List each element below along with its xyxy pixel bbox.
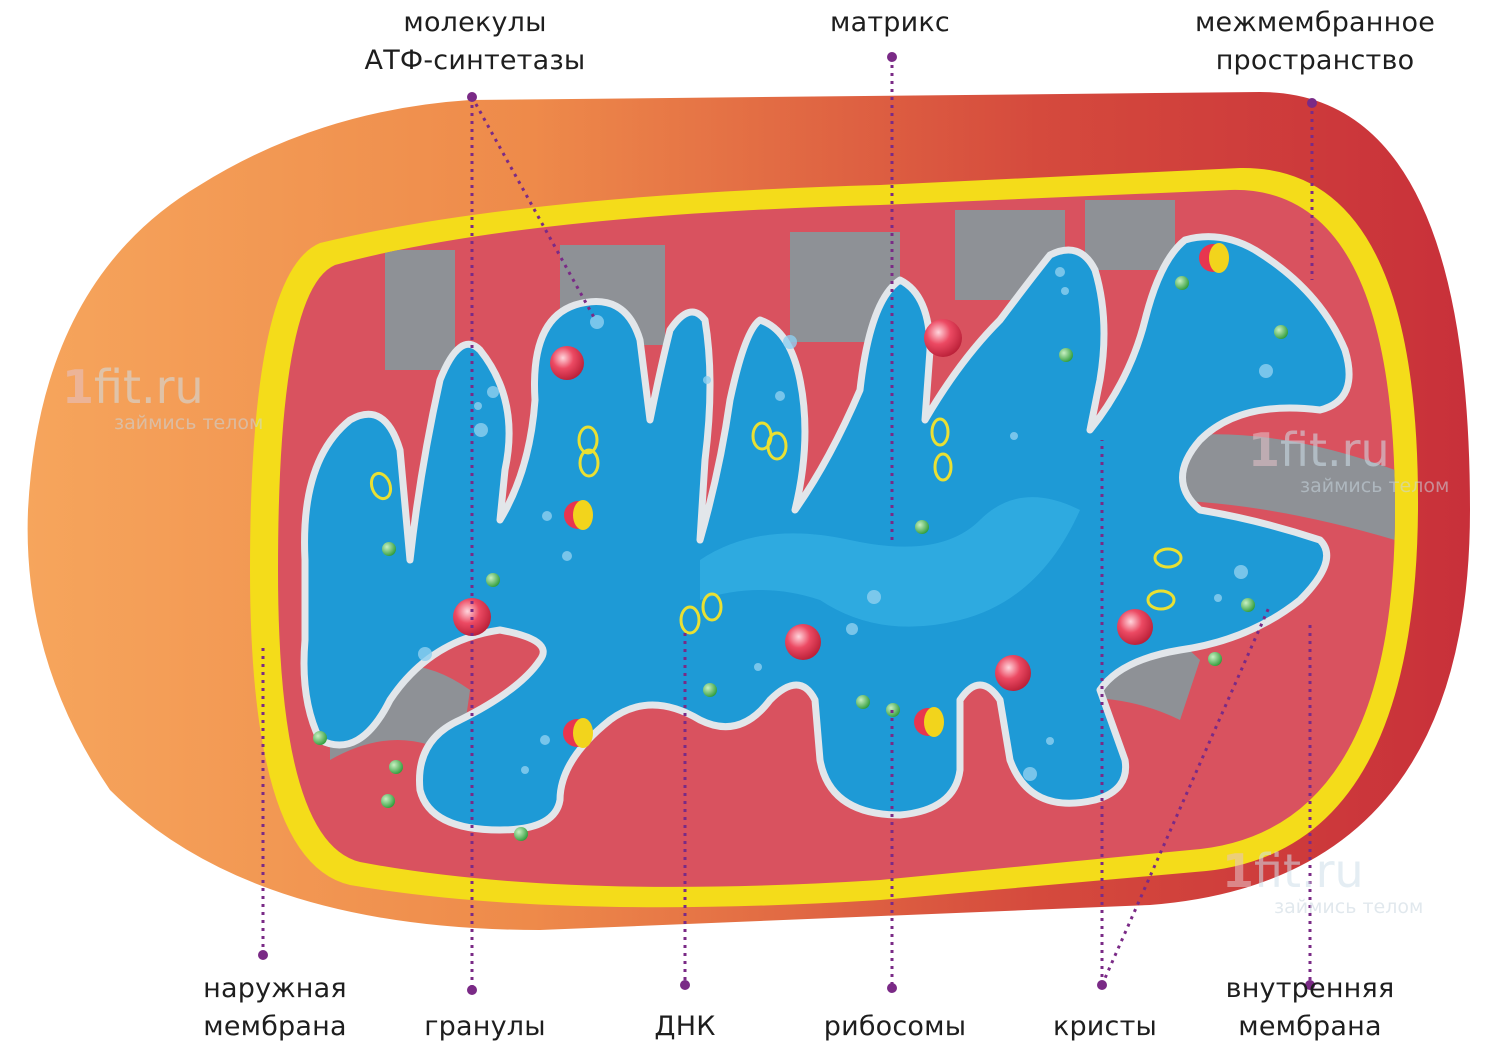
watermark: 1fit.ru займись телом: [1222, 846, 1423, 918]
label-matrix: матрикс: [790, 4, 990, 42]
label-ribosomes: рибосомы: [800, 1008, 990, 1046]
label-granules: гранулы: [400, 1008, 570, 1046]
label-dna: ДНК: [630, 1008, 740, 1046]
watermark: 1fit.ru займись телом: [62, 362, 263, 434]
label-cristae: кристы: [1030, 1008, 1180, 1046]
watermark: 1fit.ru займись телом: [1248, 425, 1449, 497]
